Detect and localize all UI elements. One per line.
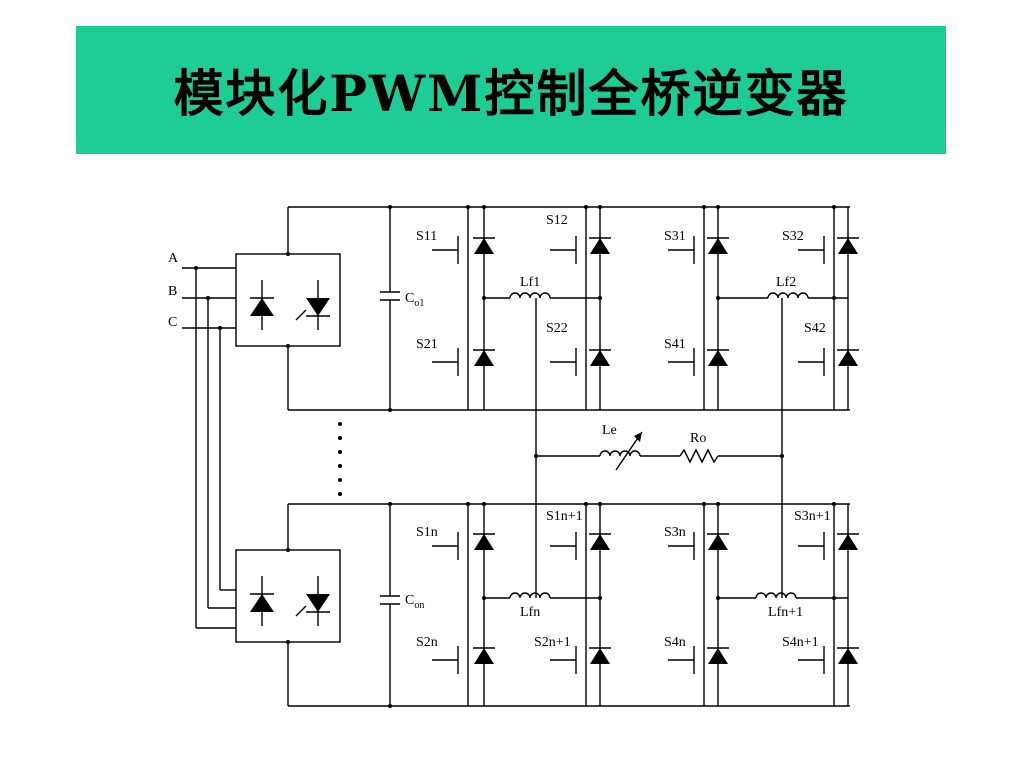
switch-label: S11 — [416, 229, 437, 244]
continuation-dots — [338, 422, 342, 496]
title-banner: 模块化PWM控制全桥逆变器 — [76, 26, 946, 154]
switch-label: S1n — [416, 525, 438, 540]
load-branch: Le Ro — [534, 298, 784, 598]
top-module: Co1 S11 S12 S31 — [235, 205, 859, 412]
load-resistor-label: Ro — [690, 431, 706, 446]
switch-label: S32 — [782, 229, 804, 244]
switch-label: S2n — [416, 635, 438, 650]
switch-label: S12 — [546, 213, 568, 228]
phase-c-label: C — [168, 315, 177, 330]
switch-label: S3n — [664, 525, 686, 540]
switch-label: S31 — [664, 229, 686, 244]
inductor-lf2-label: Lf2 — [776, 275, 796, 290]
load-inductor-label: Le — [602, 423, 617, 438]
switch-label: S2n+1 — [534, 635, 571, 650]
bottom-module: Con S1n S1n+1 S3n S3n+1 S2n S2n — [235, 502, 859, 708]
switch-label: S21 — [416, 337, 438, 352]
switch-label: S41 — [664, 337, 686, 352]
switch-label: S1n+1 — [546, 509, 583, 524]
phase-a-label: A — [168, 251, 179, 266]
capacitor-con-label: Con — [405, 593, 424, 611]
thyristor-pair-bottom — [250, 576, 330, 626]
inductor-lf1-label: Lf1 — [520, 275, 540, 290]
switch-label: S4n+1 — [782, 635, 819, 650]
thyristor-pair-top — [250, 280, 330, 330]
switch-label: S42 — [804, 321, 826, 336]
switch-label: S4n — [664, 635, 686, 650]
inductor-lfn-label: Lfn — [520, 605, 540, 620]
inductor-lfn1-label: Lfn+1 — [768, 605, 803, 620]
page-title: 模块化PWM控制全桥逆变器 — [173, 64, 849, 123]
capacitor-co1-label: Co1 — [405, 291, 424, 309]
switch-label: S3n+1 — [794, 509, 831, 524]
phase-b-label: B — [168, 284, 177, 299]
switch-label: S22 — [546, 321, 568, 336]
phase-inputs: A B C — [168, 251, 236, 629]
